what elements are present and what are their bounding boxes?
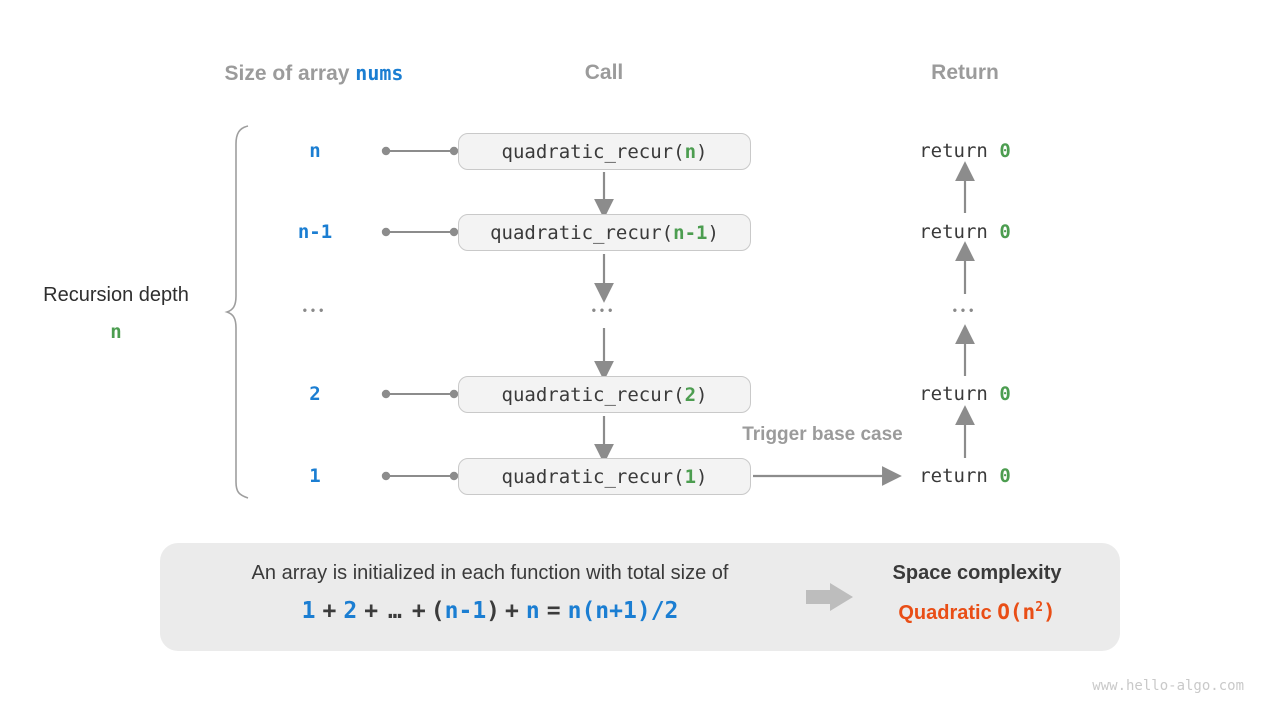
summary-panel [160,543,1120,651]
header-call: Call [584,61,624,84]
call-fn: quadratic_recur( [490,221,674,244]
return-value: 0 [999,383,1011,405]
formula-op: + [505,598,519,624]
return-label-1: return 0 [865,138,1065,164]
space-complexity-value: Quadratic O(n2) [867,600,1087,625]
formula-term: 1 [301,598,316,624]
connector-line [381,146,459,481]
watermark: www.hello-algo.com [1092,678,1244,694]
call-close: ) [707,221,719,244]
panel-description: An array is initialized in each function… [251,562,729,584]
space-complexity-title: Space complexity [892,562,1062,584]
call-close: ) [696,465,708,488]
formula-op: + [411,598,426,624]
call-close: ) [696,140,708,163]
recursion-depth-value: n [110,321,122,343]
size-label-2: 2 [309,383,321,405]
formula-term: n-1 [444,598,487,624]
return-value: 0 [999,465,1011,487]
formula-paren: ( [430,598,445,624]
call-fn: quadratic_recur( [501,140,685,163]
call-arg: n [684,140,697,163]
call-close: ) [696,383,708,406]
size-label-1: 1 [309,465,321,487]
header-size-of-array: Size of array nums [154,60,474,86]
call-fn: quadratic_recur( [501,465,685,488]
trigger-base-case-label: Trigger base case [742,424,903,445]
formula-op: + [364,598,379,624]
return-value: 0 [999,140,1011,162]
header-size-text: Size of array [224,62,356,85]
size-ellipsis: ••• [302,303,328,317]
call-box-n-1: quadratic_recur(n-1) [458,214,751,251]
call-fn: quadratic_recur( [501,383,685,406]
call-box-n: quadratic_recur(n) [458,133,751,170]
return-ellipsis: ••• [952,303,978,317]
formula-op: + [322,598,337,624]
return-label-5: return 0 [865,463,1065,489]
return-keyword: return [919,221,1000,243]
formula-paren: ) [486,598,501,624]
big-o-close: ) [1043,600,1056,624]
big-o-pre: O(n [997,600,1036,624]
size-label-n-1: n-1 [297,221,333,243]
header-return: Return [931,61,999,84]
big-o-exponent: 2 [1035,600,1044,615]
formula-term: n [525,598,540,624]
quadratic-label: Quadratic [898,602,998,624]
call-ellipsis: ••• [591,303,617,317]
header-nums-code: nums [355,61,404,85]
call-arg: 1 [684,465,697,488]
formula-ellipsis: … [388,598,402,624]
call-box-1: quadratic_recur(1) [458,458,751,495]
return-value: 0 [999,221,1011,243]
recursion-depth-label: Recursion depth [43,284,189,306]
formula-equals: = [546,598,561,624]
call-box-2: quadratic_recur(2) [458,376,751,413]
call-arg: n-1 [673,221,708,244]
recursion-depth-brace-icon [224,125,249,499]
return-keyword: return [919,383,1000,405]
call-arg: 2 [684,383,697,406]
return-label-4: return 0 [865,381,1065,407]
panel-formula: 1 + 2 + … + ( n-1 ) + n = n(n+1)/2 [178,598,802,624]
formula-result: n(n+1)/2 [567,598,679,624]
size-label-n: n [309,140,321,162]
big-o-notation: O(n2) [997,600,1055,624]
return-keyword: return [919,465,1000,487]
formula-term: 2 [343,598,358,624]
return-keyword: return [919,140,1000,162]
return-label-2: return 0 [865,219,1065,245]
